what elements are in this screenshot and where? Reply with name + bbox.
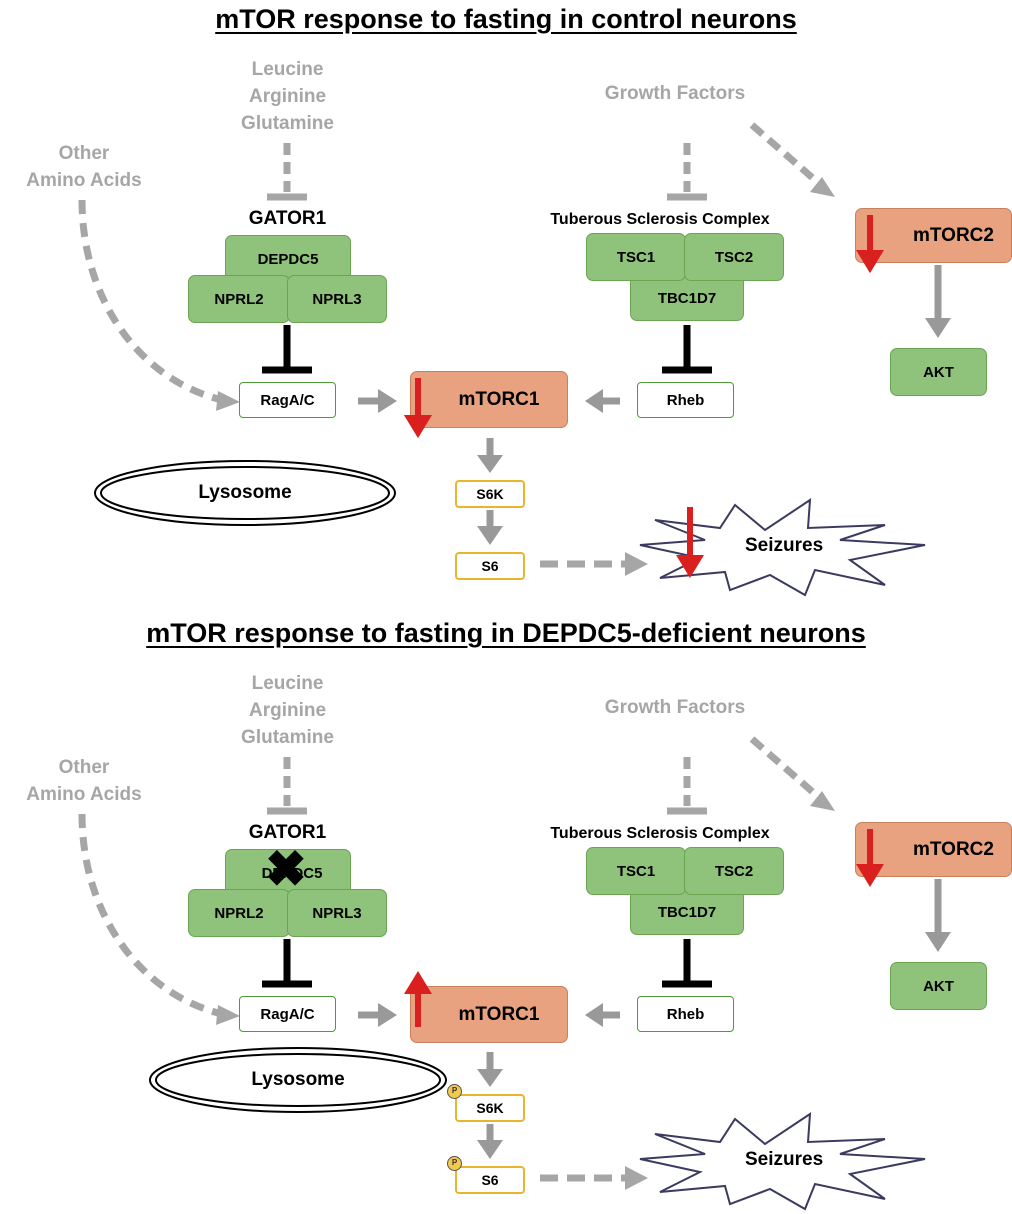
gf-to-mtorc2-head [810,791,835,811]
s6-box: S6 [455,552,525,580]
lysosome-inner [155,1053,441,1107]
lysosome-outer [94,460,396,526]
tsc2-box: TSC2 [684,847,784,895]
mtorc2-box: mTORC2 [855,208,1012,263]
s6-box: S6 [455,1166,525,1194]
nprl2-box: NPRL2 [188,275,290,323]
arginine-label: Arginine [248,86,327,107]
phospho-s6-icon: P [447,1156,462,1171]
tsc-label: Tuberous Sclerosis Complex [550,825,770,842]
lysosome-label: Lysosome [251,1069,345,1090]
other-label: Other [58,143,110,164]
amino-acids-word-label: Amino Acids [26,784,142,805]
panel-deficient-arrows [78,736,951,1211]
lysosome-inner [100,466,390,520]
other-label: Other [58,757,110,778]
gf-to-mtorc2-line [749,122,818,183]
leucine-label: Leucine [251,673,324,694]
rheb-box: Rheb [637,382,734,418]
tbc1d7-box: TBC1D7 [630,889,744,935]
raga-to-mtorc1-head [378,389,397,413]
nprl3-box: NPRL3 [287,275,387,323]
panel-title: mTOR response to fasting in DEPDC5-defic… [146,618,866,648]
tsc2-box: TSC2 [684,233,784,281]
gator1-label: GATOR1 [248,208,327,229]
other-aa-arrow-head [216,1005,240,1025]
deletion-x-icon: ✖ [265,841,307,897]
mtorc1-to-s6k-head [477,1069,503,1087]
amino-acids-label: Leucine Arginine Glutamine [205,670,370,751]
other-aa-arrow-head [216,391,240,411]
other-amino-acids-label: Other Amino Acids [0,754,168,808]
growth-factors-label: Growth Factors [604,83,746,104]
lysosome-label: Lysosome [198,482,292,503]
rheb-to-mtorc1-head [585,1003,603,1027]
growth-factors-label: Growth Factors [604,697,746,718]
s6k-to-s6-head [477,1140,503,1159]
panel-control-arrows [78,122,951,597]
mtorc2-box: mTORC2 [855,822,1012,877]
akt-box: AKT [890,348,987,396]
s6k-box: S6K [455,1094,525,1122]
mtorc2-to-akt-head [925,318,951,338]
panel-depdc5-deficient: mTOR response to fasting in DEPDC5-defic… [0,614,1012,1214]
leucine-label: Leucine [251,59,324,80]
rheb-to-mtorc1-head [585,389,603,413]
arginine-label: Arginine [248,700,327,721]
panel-title: mTOR response to fasting in control neur… [215,4,797,34]
s6k-to-s6-head [477,526,503,545]
gf-to-mtorc2-line [749,736,818,797]
seizures-burst [639,1112,926,1211]
mtorc2-to-akt-head [925,932,951,952]
tsc1-box: TSC1 [586,847,686,895]
s6k-box: S6K [455,480,525,508]
other-amino-acids-label: Other Amino Acids [0,140,168,194]
raga-box: RagA/C [239,996,336,1032]
lysosome-outer [149,1047,447,1113]
phospho-s6k-icon: P [447,1084,462,1099]
gator1-label: GATOR1 [248,822,327,843]
rheb-box: Rheb [637,996,734,1032]
akt-box: AKT [890,962,987,1010]
seizures-down-arrow [676,507,704,578]
s6-to-seizures-head [625,1166,648,1190]
mtorc1-to-s6k-head [477,455,503,473]
tsc-label: Tuberous Sclerosis Complex [550,211,770,228]
seizures-label: Seizures [745,535,824,556]
glutamine-label: Glutamine [241,727,334,748]
amino-acids-word-label: Amino Acids [26,170,142,191]
raga-to-mtorc1-head [378,1003,397,1027]
tbc1d7-box: TBC1D7 [630,275,744,321]
seizures-label: Seizures [745,1149,824,1170]
nprl3-box: NPRL3 [287,889,387,937]
nprl2-box: NPRL2 [188,889,290,937]
panel-control: mTOR response to fasting in control neur… [0,0,1012,600]
gf-to-mtorc2-head [810,177,835,197]
depdc5-label: DEPDC5 [261,864,323,882]
other-aa-arrow [78,813,223,1018]
mtorc1-box: mTORC1 [410,371,568,428]
mtorc1-box: mTORC1 [410,986,568,1043]
amino-acids-label: Leucine Arginine Glutamine [205,56,370,137]
raga-box: RagA/C [239,382,336,418]
other-aa-arrow [78,199,223,404]
tsc1-box: TSC1 [586,233,686,281]
glutamine-label: Glutamine [241,113,334,134]
s6-to-seizures-head [625,552,648,576]
